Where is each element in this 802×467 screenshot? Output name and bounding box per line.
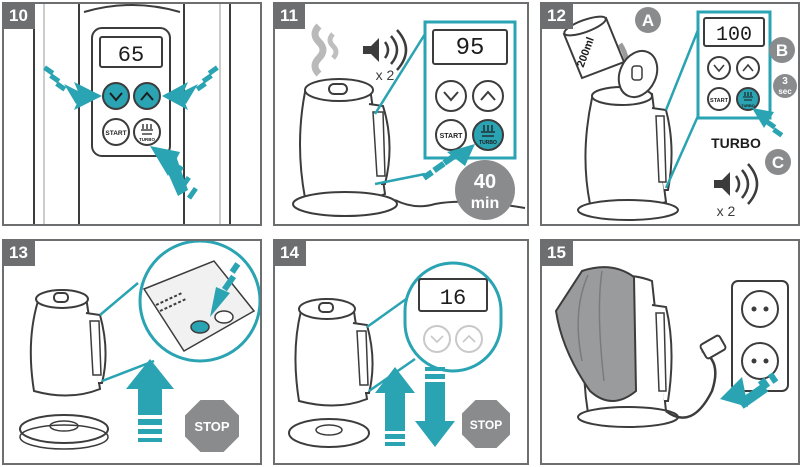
step-15-panel: 15 [540,239,800,465]
arrow-icon [720,372,779,409]
arrow-down-icon [415,367,455,447]
step-14-illustration: 16 STOP [288,261,512,450]
step-10-illustration: 65 START TURBO [33,4,231,224]
chevron-up-icon [140,91,154,101]
down-button[interactable] [707,56,731,80]
down-button[interactable] [435,80,467,112]
step-number: 10 [4,4,35,29]
start-label: START [105,130,126,137]
step-number: 11 [275,4,305,29]
step-14-panel: 14 16 STOP [273,239,529,465]
chevron-down-icon [109,92,123,102]
stop-label: STOP [194,419,229,434]
step-11-illustration: 95 START TURBO x 2 40 min [292,20,526,220]
temperature-display [703,17,765,47]
up-button[interactable] [472,80,504,112]
hold-value: 3 [782,76,788,87]
arrow-up-icon [126,359,174,442]
duration-badge [455,160,515,220]
wall-socket-icon [731,280,789,392]
stop-sign-icon [183,398,241,454]
chevron-up-icon [462,334,476,343]
turbo-label: TURBO [479,140,497,146]
down-button[interactable] [423,325,451,353]
heat-icon [481,125,495,137]
hold-badge [773,74,797,98]
hold-unit: sec [778,87,792,96]
label-c-badge [765,149,791,175]
duration-unit: min [471,195,499,212]
turbo-button[interactable] [133,118,161,146]
down-button[interactable] [102,82,130,110]
turbo-label: TURBO [139,137,155,142]
step-number: 12 [542,4,573,29]
temperature-display [99,36,163,68]
step-number: 15 [542,241,573,266]
display-value: 95 [456,35,485,62]
start-label: START [710,98,729,104]
temperature-display [432,29,508,65]
arrow-left-icon [43,65,102,110]
chevron-up-icon [480,90,496,101]
step-12-illustration: 200ml A 100 START TURBO B 3 sec TURBO C … [562,7,797,221]
chevron-up-icon [742,63,754,72]
display-value: 100 [716,24,752,47]
label-a: A [642,11,654,30]
label-c: C [772,153,784,172]
steam-icon [311,23,327,77]
temperature-display [418,278,488,312]
stop-label: STOP [470,418,502,432]
arrow-right-icon [162,65,219,110]
arrow-up-icon [150,146,198,200]
step-13-illustration: STOP [19,241,260,454]
turbo-button[interactable] [736,87,760,111]
step-15-illustration [554,266,789,428]
turbo-button[interactable] [472,119,504,151]
duration-value: 40 [474,171,496,193]
arrow-down-icon [210,262,241,317]
step-13-panel: 13 STOP [2,239,262,465]
beep-count: x 2 [717,203,736,219]
step-11-panel: 11 [273,2,529,226]
display-value: 65 [118,43,144,68]
heat-icon [743,92,753,101]
arrow-icon [752,108,784,138]
cloth-icon [554,266,638,402]
step-10-panel: 10 [2,2,262,226]
start-label: START [440,133,464,140]
chevron-down-icon [443,91,459,102]
beep-count: x 2 [376,67,395,83]
turbo-label: TURBO [741,104,755,108]
plug-icon [699,334,727,360]
label-b: B [776,41,788,60]
turbo-caption: TURBO [711,135,761,151]
display-value: 16 [440,286,466,311]
chevron-down-icon [713,64,725,73]
up-button[interactable] [455,325,483,353]
speaker-icon [363,29,408,71]
speaker-icon [714,163,759,205]
label-b-badge [769,37,795,63]
start-button[interactable] [102,118,130,146]
up-button[interactable] [133,82,161,110]
step-12-panel: 12 [540,2,800,226]
heat-icon [141,124,153,135]
arrow-up-icon [375,367,415,446]
start-button[interactable] [435,119,467,151]
up-button[interactable] [736,56,760,80]
step-number: 13 [4,241,35,266]
step-number: 14 [275,241,306,266]
chevron-down-icon [430,335,444,344]
start-button[interactable] [190,320,210,334]
label-a-badge [635,7,661,33]
stop-sign-icon [460,398,512,450]
arrow-icon [422,144,475,181]
start-button[interactable] [707,87,731,111]
